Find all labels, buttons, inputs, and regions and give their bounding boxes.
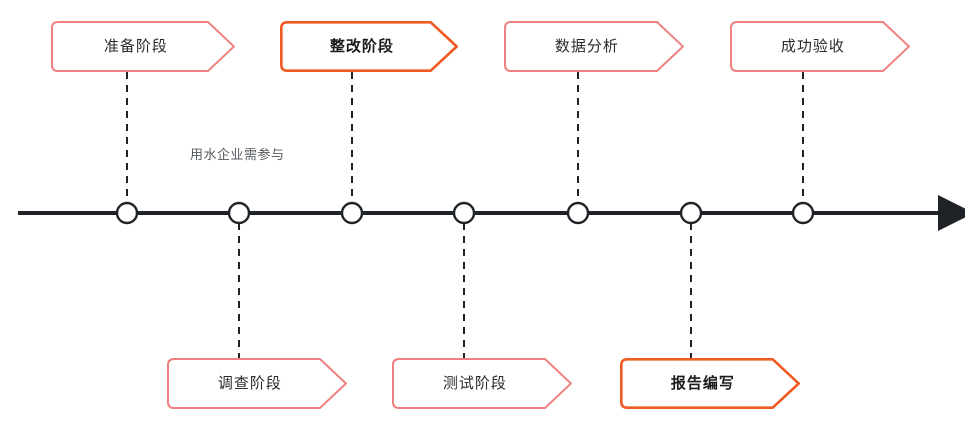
timeline-node-circle[interactable] [340, 201, 364, 225]
stage-chevron-outline [392, 358, 572, 409]
stage-chevron-outline [730, 21, 910, 72]
stage-box-s4[interactable]: 测试阶段 [392, 358, 572, 409]
timeline-node-circle[interactable] [566, 201, 590, 225]
timeline-node-circle[interactable] [115, 201, 139, 225]
timeline-node-circle[interactable] [452, 201, 476, 225]
connector-lines-group [126, 72, 804, 358]
stage-box-s5[interactable]: 数据分析 [504, 21, 684, 72]
timeline-node-circle[interactable] [679, 201, 703, 225]
stage-box-s7[interactable]: 成功验收 [730, 21, 910, 72]
stage-chevron-outline [504, 21, 684, 72]
timeline-node-circle[interactable] [227, 201, 251, 225]
stage-box-s1[interactable]: 准备阶段 [51, 21, 235, 72]
timeline-node-group [115, 201, 815, 225]
annotation-note-a1: 用水企业需参与 [190, 147, 285, 162]
timeline-node-circle[interactable] [791, 201, 815, 225]
stage-box-s6[interactable]: 报告编写 [620, 358, 800, 409]
stage-box-s3[interactable]: 整改阶段 [280, 21, 458, 72]
stage-chevron-outline [167, 358, 347, 409]
stage-box-s2[interactable]: 调查阶段 [167, 358, 347, 409]
stage-chevron-outline [51, 21, 235, 72]
stage-chevron-outline [280, 21, 458, 72]
stage-chevron-outline [620, 358, 800, 409]
